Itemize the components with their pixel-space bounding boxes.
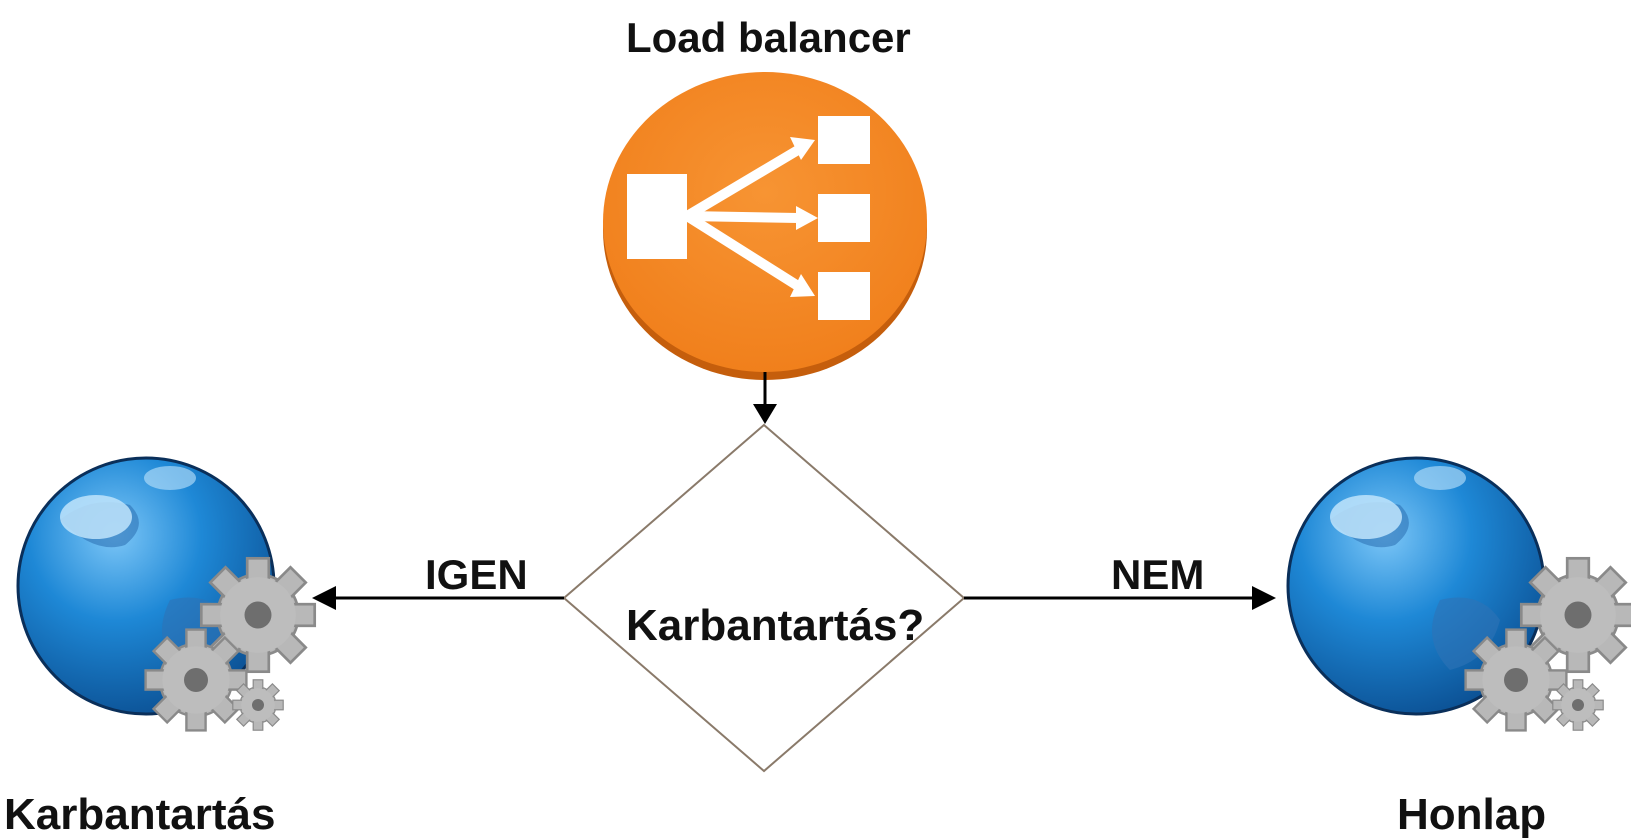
decision-label: Karbantartás? [626,601,925,650]
arrow-lb-to-decision [753,372,777,424]
website-globe-icon [1286,456,1631,732]
decision-diamond [562,423,966,773]
load-balancer-icon [603,72,927,380]
arrow-yes [312,586,564,610]
load-balancer-title: Load balancer [626,14,911,61]
no-branch-label: NEM [1111,551,1205,598]
arrow-no [964,586,1276,610]
yes-branch-label: IGEN [425,551,528,598]
website-label: Honlap [1397,790,1547,839]
maintenance-label: Karbantartás [4,790,276,839]
maintenance-globe-icon [16,456,317,732]
